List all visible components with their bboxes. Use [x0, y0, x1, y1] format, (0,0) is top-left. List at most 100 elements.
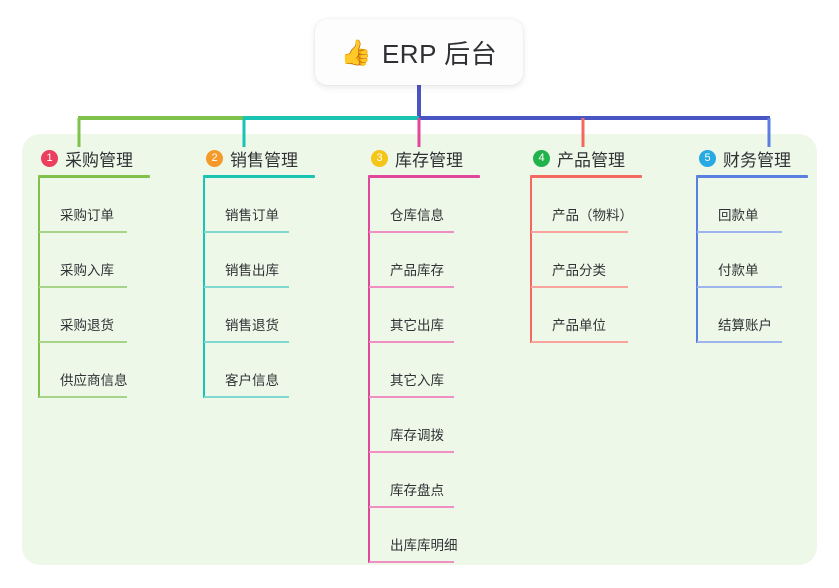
leaf-node[interactable]: 其它出库: [368, 288, 480, 343]
leaf-underline: [531, 231, 628, 233]
leaf-label: 采购退货: [60, 318, 114, 333]
leaf-node[interactable]: 出库库明细: [368, 508, 480, 563]
leaf-label: 产品库存: [390, 263, 444, 278]
leaf-label: 库存盘点: [390, 483, 444, 498]
branch-header-5[interactable]: 5 财务管理: [696, 146, 808, 170]
branch-underline-4: [530, 175, 642, 178]
branch-underline-3: [368, 175, 480, 178]
root-node-title: ERP 后台: [381, 38, 498, 69]
leaf-label: 结算账户: [718, 318, 772, 333]
leaf-node[interactable]: 销售退货: [203, 288, 315, 343]
branch-header-1[interactable]: 1 采购管理: [38, 146, 150, 170]
leaf-node[interactable]: 采购入库: [38, 233, 150, 288]
leaf-label: 出库库明细: [390, 538, 458, 553]
leaf-node[interactable]: 产品库存: [368, 233, 480, 288]
leaf-underline: [369, 341, 454, 343]
leaf-node[interactable]: 产品分类: [530, 233, 642, 288]
leaf-list-4: 产品（物料） 产品分类产品单位: [530, 178, 642, 343]
branch-spine-4: [530, 178, 532, 343]
leaf-list-3: 仓库信息产品库存其它出库其它入库库存调拨库存盘点出库库明细: [368, 178, 480, 563]
leaf-underline: [369, 286, 454, 288]
branch-label-1: 采购管理: [65, 150, 133, 170]
leaf-underline: [369, 561, 454, 563]
leaf-node[interactable]: 库存盘点: [368, 453, 480, 508]
leaf-underline: [204, 341, 289, 343]
leaf-underline: [369, 231, 454, 233]
diagram-background-panel: [22, 134, 817, 565]
branch-badge-3: 3: [371, 149, 388, 167]
branch-label-2: 销售管理: [230, 150, 298, 170]
leaf-node[interactable]: 结算账户: [696, 288, 808, 343]
leaf-underline: [369, 506, 454, 508]
branch-label-5: 财务管理: [723, 150, 791, 170]
branch-column-3: 3 库存管理仓库信息产品库存其它出库其它入库库存调拨库存盘点出库库明细: [368, 146, 480, 563]
branch-badge-1: 1: [41, 149, 58, 167]
leaf-label: 其它出库: [390, 318, 444, 333]
branch-spine-3: [368, 178, 370, 563]
leaf-underline: [39, 341, 127, 343]
leaf-node[interactable]: 其它入库: [368, 343, 480, 398]
leaf-underline: [697, 341, 782, 343]
leaf-underline: [39, 396, 127, 398]
leaf-underline: [369, 396, 454, 398]
leaf-label: 付款单: [718, 263, 759, 278]
branch-badge-5: 5: [699, 149, 716, 167]
leaf-node[interactable]: 付款单: [696, 233, 808, 288]
branch-header-3[interactable]: 3 库存管理: [368, 146, 480, 170]
leaf-node[interactable]: 销售出库: [203, 233, 315, 288]
leaf-label: 销售出库: [225, 263, 279, 278]
leaf-node[interactable]: 产品（物料）: [530, 178, 642, 233]
branch-column-4: 4 产品管理产品（物料） 产品分类产品单位: [530, 146, 642, 343]
branch-column-2: 2 销售管理销售订单销售出库销售退货客户信息: [203, 146, 315, 398]
leaf-label: 仓库信息: [390, 208, 444, 223]
leaf-underline: [531, 286, 628, 288]
branch-column-1: 1 采购管理采购订单采购入库采购退货供应商信息: [38, 146, 150, 398]
leaf-list-2: 销售订单销售出库销售退货客户信息: [203, 178, 315, 398]
leaf-node[interactable]: 产品单位: [530, 288, 642, 343]
branch-badge-2: 2: [206, 149, 223, 167]
root-node[interactable]: 👍 ERP 后台: [315, 19, 523, 85]
leaf-underline: [369, 451, 454, 453]
leaf-underline: [204, 286, 289, 288]
branch-spine-1: [38, 178, 40, 398]
leaf-underline: [204, 396, 289, 398]
leaf-label: 其它入库: [390, 373, 444, 388]
branch-underline-5: [696, 175, 808, 178]
leaf-label: 采购订单: [60, 208, 114, 223]
leaf-underline: [204, 231, 289, 233]
leaf-node[interactable]: 采购退货: [38, 288, 150, 343]
leaf-label: 供应商信息: [60, 373, 128, 388]
branch-column-5: 5 财务管理回款单付款单结算账户: [696, 146, 808, 343]
leaf-node[interactable]: 库存调拨: [368, 398, 480, 453]
leaf-label: 销售订单: [225, 208, 279, 223]
leaf-label: 采购入库: [60, 263, 114, 278]
leaf-label: 销售退货: [225, 318, 279, 333]
leaf-underline: [697, 231, 782, 233]
branch-header-2[interactable]: 2 销售管理: [203, 146, 315, 170]
branch-spine-2: [203, 178, 205, 398]
branch-header-4[interactable]: 4 产品管理: [530, 146, 642, 170]
leaf-node[interactable]: 客户信息: [203, 343, 315, 398]
leaf-label: 客户信息: [225, 373, 279, 388]
branch-label-4: 产品管理: [557, 150, 625, 170]
branch-underline-1: [38, 175, 150, 178]
leaf-list-1: 采购订单采购入库采购退货供应商信息: [38, 178, 150, 398]
leaf-node[interactable]: 采购订单: [38, 178, 150, 233]
leaf-underline: [531, 341, 628, 343]
leaf-underline: [39, 231, 127, 233]
leaf-label: 产品分类: [552, 263, 606, 278]
root-node-content: 👍 ERP 后台: [341, 34, 497, 71]
leaf-label: 产品单位: [552, 318, 606, 333]
branch-badge-4: 4: [533, 149, 550, 167]
branch-spine-5: [696, 178, 698, 343]
leaf-list-5: 回款单付款单结算账户: [696, 178, 808, 343]
leaf-underline: [39, 286, 127, 288]
leaf-node[interactable]: 供应商信息: [38, 343, 150, 398]
leaf-node[interactable]: 仓库信息: [368, 178, 480, 233]
branch-underline-2: [203, 175, 315, 178]
branch-label-3: 库存管理: [395, 150, 463, 170]
leaf-label: 库存调拨: [390, 428, 444, 443]
leaf-node[interactable]: 销售订单: [203, 178, 315, 233]
leaf-node[interactable]: 回款单: [696, 178, 808, 233]
